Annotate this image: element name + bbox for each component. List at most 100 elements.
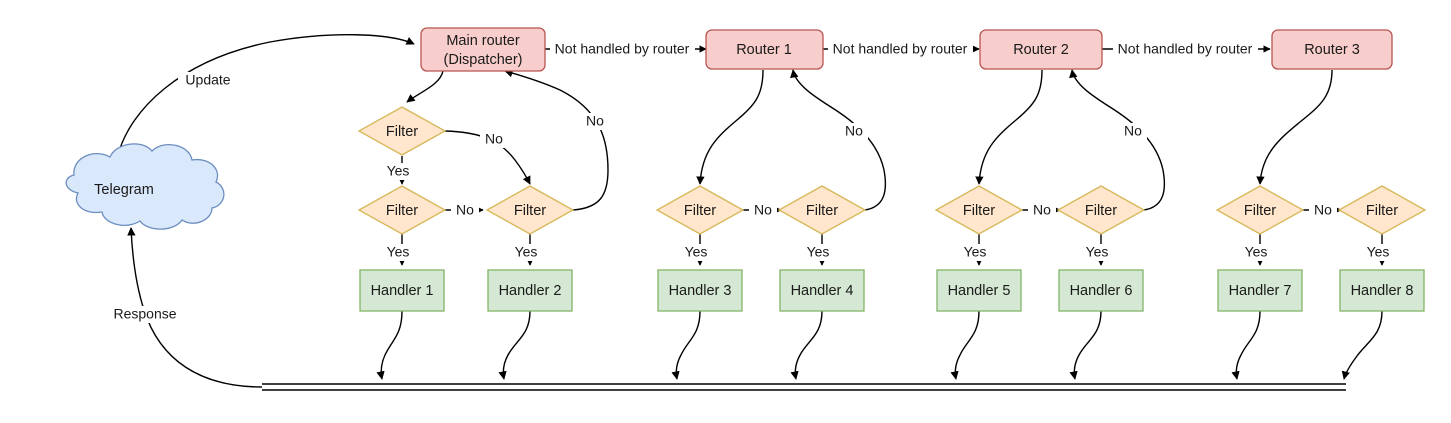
- main-router-label-line2: (Dispatcher): [444, 52, 523, 68]
- handler-5-node[interactable]: Handler 5: [936, 269, 1022, 312]
- label-yes-1b: Yes: [801, 244, 835, 261]
- filter-0-b-node[interactable]: Filter: [485, 185, 575, 235]
- label-no-g2-return-text: No: [1124, 123, 1142, 139]
- filter-3-a-label: Filter: [1244, 203, 1276, 219]
- handler-1-node[interactable]: Handler 1: [359, 269, 445, 312]
- edge-filter-1b-no-return: [790, 69, 887, 211]
- handler-5-box: [936, 269, 1022, 312]
- label-no-g3-mid-text: No: [1314, 202, 1332, 218]
- label-no-g3-mid: No: [1309, 202, 1337, 219]
- label-not-handled-0: Not handled by router: [550, 41, 695, 58]
- filter-top-0-diamond: [357, 106, 447, 156]
- handler-2-box: [487, 269, 573, 312]
- label-no-g0-top-text: No: [485, 131, 503, 147]
- handler-4-node[interactable]: Handler 4: [779, 269, 865, 312]
- handler-2-node[interactable]: Handler 2: [487, 269, 573, 312]
- filter-0-a-node[interactable]: Filter: [357, 185, 447, 235]
- filter-3-b-label: Filter: [1366, 203, 1398, 219]
- edge-handler-1-to-bus: [376, 310, 403, 380]
- handler-7-box: [1217, 269, 1303, 312]
- filter-3-b-node[interactable]: Filter: [1337, 185, 1427, 235]
- filter-2-a-diamond: [934, 185, 1024, 235]
- cloud-icon: [65, 143, 225, 230]
- router-1-label: Router 1: [736, 42, 792, 58]
- label-yes-0a-text: Yes: [387, 244, 410, 260]
- edge-filter-top-no: [444, 130, 531, 185]
- filter-2-a-node[interactable]: Filter: [934, 185, 1024, 235]
- router-2-label: Router 2: [1013, 42, 1069, 58]
- handler-3-node[interactable]: Handler 3: [657, 269, 743, 312]
- edge-filter-0b-no-return: [504, 69, 609, 211]
- filter-2-b-label: Filter: [1085, 203, 1117, 219]
- label-update: Update: [178, 72, 236, 89]
- edge-handler-8-to-bus: [1341, 310, 1383, 380]
- edge-handler-7-to-bus: [1231, 310, 1261, 380]
- router-3-node[interactable]: Router 3: [1271, 29, 1393, 70]
- handler-8-node[interactable]: Handler 8: [1339, 269, 1425, 312]
- label-yes-0a: Yes: [381, 244, 415, 261]
- label-no-g1-mid-text: No: [754, 202, 772, 218]
- filter-1-b-node[interactable]: Filter: [777, 185, 867, 235]
- label-no-g2-return: No: [1119, 123, 1147, 140]
- router-1-box: [705, 29, 824, 70]
- filter-1-b-label: Filter: [806, 203, 838, 219]
- label-not-handled-2-text: Not handled by router: [1118, 41, 1253, 57]
- handler-7-label: Handler 7: [1229, 283, 1292, 299]
- filter-2-b-diamond: [1056, 185, 1146, 235]
- edge-mainrouter-to-filter-top: [406, 70, 444, 103]
- label-no-g0-return-text: No: [586, 113, 604, 129]
- router-1-node[interactable]: Router 1: [705, 29, 824, 70]
- label-update-text: Update: [185, 72, 230, 88]
- label-no-g0-mid-text: No: [456, 202, 474, 218]
- handler-6-label: Handler 6: [1070, 283, 1133, 299]
- edge-router-1-to-filter-1a: [696, 69, 764, 185]
- label-no-g0-top: No: [480, 131, 508, 148]
- filter-1-b-diamond: [777, 185, 867, 235]
- label-response: Response: [108, 306, 182, 323]
- label-yes-0b: Yes: [509, 244, 543, 261]
- edge-handler-3-to-bus: [671, 310, 701, 380]
- filter-top-0-node[interactable]: Filter: [357, 106, 447, 156]
- label-no-g0-mid: No: [451, 202, 479, 219]
- filter-2-b-node[interactable]: Filter: [1056, 185, 1146, 235]
- filter-top-0-label: Filter: [386, 124, 418, 140]
- filter-0-b-diamond: [485, 185, 575, 235]
- handler-6-box: [1058, 269, 1144, 312]
- label-yes-1a: Yes: [679, 244, 713, 261]
- label-yes-2a-text: Yes: [964, 244, 987, 260]
- edge-router-3-to-filter-3a: [1256, 69, 1333, 185]
- handler-6-node[interactable]: Handler 6: [1058, 269, 1144, 312]
- handler-7-node[interactable]: Handler 7: [1217, 269, 1303, 312]
- handler-2-label: Handler 2: [499, 283, 562, 299]
- label-yes-2a: Yes: [958, 244, 992, 261]
- label-no-g0-return: No: [581, 113, 609, 130]
- filter-3-a-node[interactable]: Filter: [1215, 185, 1305, 235]
- label-yes-3b: Yes: [1361, 244, 1395, 261]
- label-yes-2b: Yes: [1080, 244, 1114, 261]
- filter-3-b-diamond: [1337, 185, 1427, 235]
- label-no-g1-return: No: [840, 123, 868, 140]
- label-not-handled-0-text: Not handled by router: [555, 41, 690, 57]
- filter-1-a-node[interactable]: Filter: [655, 185, 745, 235]
- handler-1-label: Handler 1: [371, 283, 434, 299]
- handler-5-label: Handler 5: [948, 283, 1011, 299]
- label-yes-3a: Yes: [1239, 244, 1273, 261]
- label-not-handled-2: Not handled by router: [1113, 41, 1258, 58]
- edge-handler-4-to-bus: [790, 310, 823, 380]
- handler-8-box: [1339, 269, 1425, 312]
- handler-8-label: Handler 8: [1351, 283, 1414, 299]
- label-yes-0b-text: Yes: [515, 244, 538, 260]
- label-response-text: Response: [113, 306, 176, 322]
- handler-3-box: [657, 269, 743, 312]
- telegram-cloud-node[interactable]: Telegram: [65, 143, 225, 230]
- router-2-box: [979, 29, 1103, 70]
- label-yes-top-0: Yes: [381, 163, 415, 180]
- label-no-g1-mid: No: [749, 202, 777, 219]
- main-router-node[interactable]: Main router (Dispatcher): [420, 27, 546, 72]
- telegram-label: Telegram: [94, 182, 154, 198]
- filter-0-b-label: Filter: [514, 203, 546, 219]
- edge-handler-6-to-bus: [1069, 310, 1102, 380]
- router-2-node[interactable]: Router 2: [979, 29, 1103, 70]
